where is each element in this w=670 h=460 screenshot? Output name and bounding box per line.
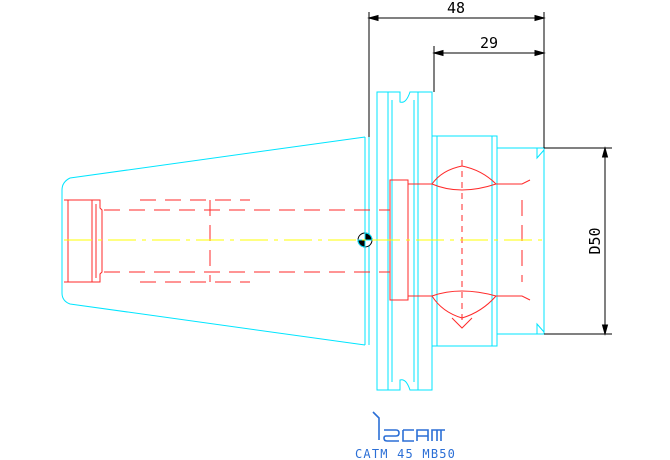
dim-48-label: 48 xyxy=(447,0,465,17)
bore-dashes xyxy=(104,199,523,283)
dimension-lines xyxy=(367,12,612,336)
iscar-logo xyxy=(372,411,445,442)
front-body xyxy=(432,135,545,347)
rear-bore xyxy=(64,199,103,283)
model-code: CATM 45 MB50 xyxy=(355,447,456,460)
taper-shank xyxy=(61,136,366,346)
tool-holder-outline xyxy=(61,91,545,391)
internal-cavity xyxy=(389,160,531,329)
dim-d50-label: D50 xyxy=(586,227,604,254)
dim-29-label: 29 xyxy=(480,34,498,52)
hidden-features xyxy=(64,160,531,329)
flange xyxy=(376,91,433,391)
